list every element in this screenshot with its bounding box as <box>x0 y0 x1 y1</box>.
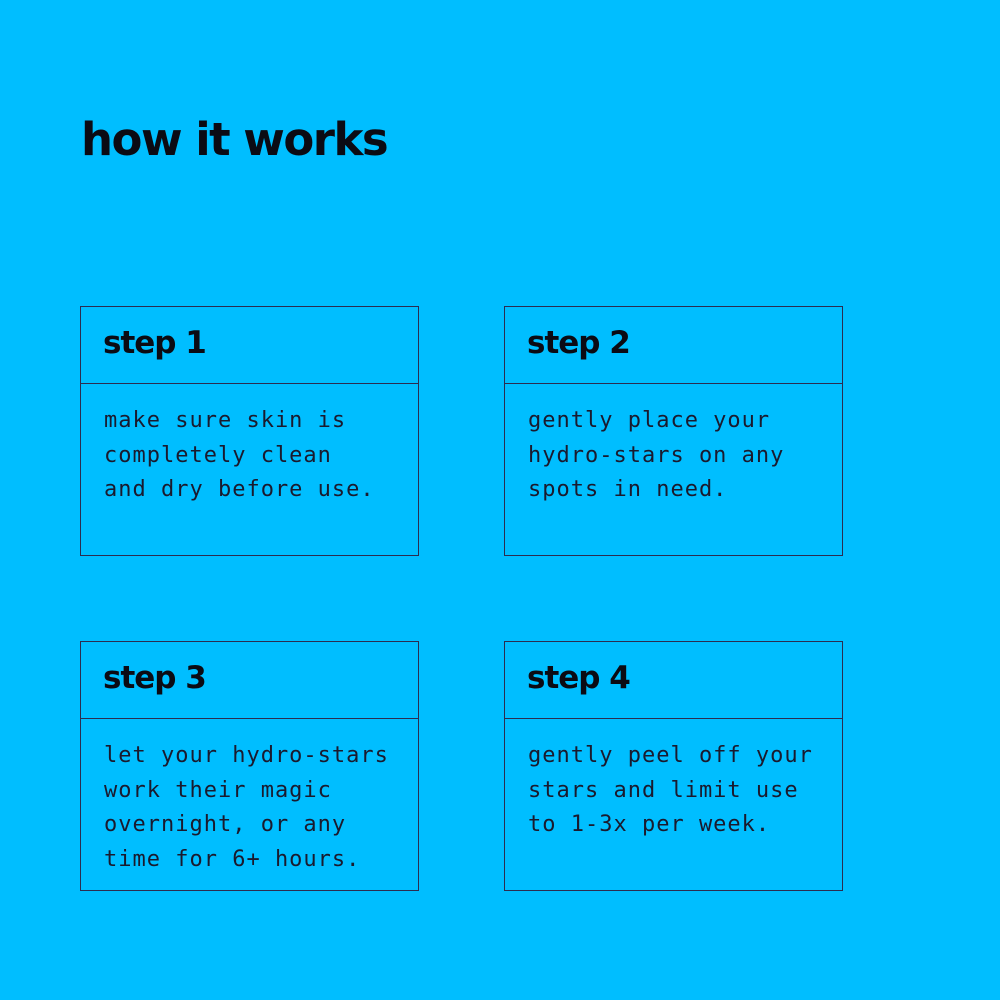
step-title: step 1 <box>103 324 207 361</box>
step-title: step 2 <box>527 324 631 361</box>
step-title: step 3 <box>103 659 207 696</box>
step-title: step 4 <box>527 659 631 696</box>
step-card-header: step 4 <box>505 642 842 719</box>
step-card-2: step 2 gently place your hydro-stars on … <box>504 306 843 556</box>
step-card-header: step 3 <box>81 642 418 719</box>
step-card-1: step 1 make sure skin is completely clea… <box>80 306 419 556</box>
step-description: let your hydro-stars work their magic ov… <box>104 743 389 872</box>
step-description: gently peel off your stars and limit use… <box>528 743 813 837</box>
step-description: gently place your hydro-stars on any spo… <box>528 408 785 502</box>
step-description: make sure skin is completely clean and d… <box>104 408 375 502</box>
step-card-header: step 1 <box>81 307 418 384</box>
step-card-header: step 2 <box>505 307 842 384</box>
page-title: how it works <box>81 113 389 166</box>
step-card-4: step 4 gently peel off your stars and li… <box>504 641 843 891</box>
step-card-3: step 3 let your hydro-stars work their m… <box>80 641 419 891</box>
